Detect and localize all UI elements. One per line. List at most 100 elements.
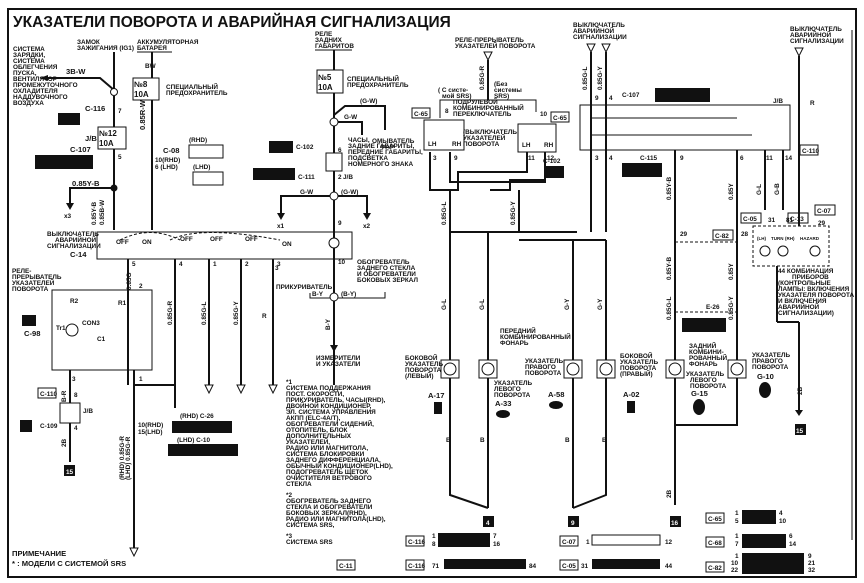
svg-text:0.85B-W: 0.85B-W (99, 199, 106, 225)
svg-text:B-Y: B-Y (312, 291, 324, 298)
connector-icon (188, 144, 224, 159)
side-left-label: БОКОВОЙ УКАЗАТЕЛЬ ПОВОРОТА (ЛЕВЫЙ) (405, 353, 443, 380)
svg-text:ПОДОГРЕВАТЕЛЬ ЩЕТОК: ПОДОГРЕВАТЕЛЬ ЩЕТОК (286, 469, 368, 476)
legend-c116: C-116 (408, 539, 425, 546)
svg-text:0.85G-Y: 0.85G-Y (233, 300, 240, 325)
svg-text:СИСТЕМА БЛОКИРОВКИ: СИСТЕМА БЛОКИРОВКИ (286, 451, 365, 458)
svg-text:10: 10 (338, 259, 346, 266)
svg-text:0.85Y-B: 0.85Y-B (666, 177, 673, 200)
svg-text:ИЗМЕРИТЕЛИ: ИЗМЕРИТЕЛИ (316, 355, 361, 362)
svg-text:9: 9 (571, 520, 575, 527)
svg-text:РОВАННЫЙ: РОВАННЫЙ (689, 353, 728, 362)
svg-text:4: 4 (486, 520, 490, 527)
svg-text:РЕЛЕ-: РЕЛЕ- (12, 268, 31, 275)
svg-text:0.85Y-B: 0.85Y-B (666, 257, 673, 280)
svg-text:9: 9 (454, 155, 458, 162)
svg-text:R: R (262, 313, 267, 320)
svg-text:(ПРАВЫЙ): (ПРАВЫЙ) (620, 369, 653, 378)
svg-text:7: 7 (118, 108, 122, 115)
svg-text:(LHD): (LHD) (193, 164, 210, 171)
connector-icon (168, 444, 238, 456)
connector-icon (172, 421, 232, 433)
battery-label: АККУМУЛЯТОРНАЯ БАТАРЕЯ (137, 39, 199, 52)
svg-text:ПОДСВЕТКА: ПОДСВЕТКА (348, 155, 388, 162)
splice-icon (110, 88, 118, 96)
svg-text:ФОНАРЬ: ФОНАРЬ (689, 361, 718, 368)
svg-text:RH: RH (544, 142, 554, 149)
svg-text:LH: LH (428, 141, 437, 148)
splice-icon (329, 117, 339, 127)
svg-text:0.85G-L: 0.85G-L (201, 301, 208, 325)
svg-text:7: 7 (735, 541, 739, 548)
svg-text:БОКОВОЙ: БОКОВОЙ (405, 353, 438, 362)
svg-text:РЕЛЕ-ПРЕРЫВАТЕЛЬ: РЕЛЕ-ПРЕРЫВАТЕЛЬ (455, 37, 524, 44)
svg-text:15: 15 (66, 469, 74, 476)
svg-text:B: B (446, 437, 451, 444)
svg-text:4: 4 (609, 95, 613, 102)
ground-9 (568, 516, 579, 527)
svg-text:1: 1 (586, 539, 590, 546)
legend-c05: C-05 (562, 563, 576, 570)
svg-text:БОКОВЫХ ЗЕРКАЛ(RHD),: БОКОВЫХ ЗЕРКАЛ(RHD), (286, 510, 367, 517)
page-title: УКАЗАТЕЛИ ПОВОРОТА И АВАРИЙНАЯ СИГНАЛИЗА… (13, 13, 451, 31)
svg-text:ДВОЙНОЙ КОНДИЦИОНЕР,: ДВОЙНОЙ КОНДИЦИОНЕР, (286, 401, 372, 410)
fuse-8 (132, 77, 160, 101)
hazard-switch-label-3: ВЫКЛЮЧАТЕЛЬ АВАРИЙНОЙ СИГНАЛИЗАЦИИ (790, 26, 844, 45)
svg-text:СИГНАЛИЗАЦИИ): СИГНАЛИЗАЦИИ) (778, 310, 834, 317)
svg-text:2B: 2B (61, 438, 68, 447)
connector-g15: G-15 (691, 389, 709, 398)
svg-text:ПРЕРЫВАТЕЛЬ: ПРЕРЫВАТЕЛЬ (12, 274, 62, 281)
connector-icon (592, 559, 660, 569)
svg-text:0.85Y-B: 0.85Y-B (72, 179, 100, 188)
ground-4 (483, 516, 494, 527)
svg-text:ПОВОРОТА: ПОВОРОТА (463, 141, 500, 148)
svg-text:ПОВОРОТА: ПОВОРОТА (12, 286, 49, 293)
svg-text:10A: 10A (134, 90, 149, 99)
left-turn-label: УКАЗАТЕЛЬ ЛЕВОГО ПОВОРОТА (494, 380, 532, 399)
svg-text:OFF: OFF (210, 236, 223, 243)
side-right-label: БОКОВОЙ УКАЗАТЕЛЬ ПОВОРОТА (ПРАВЫЙ) (620, 351, 658, 378)
svg-text:G-L: G-L (441, 299, 448, 310)
svg-text:J/B: J/B (773, 98, 783, 105)
svg-text:ПРИКУРИВАТЕЛЬ: ПРИКУРИВАТЕЛЬ (276, 284, 333, 291)
svg-text:ВЫКЛЮЧАТЕЛЬ: ВЫКЛЮЧАТЕЛЬ (47, 231, 99, 238)
svg-text:АВАРИЙНОЙ: АВАРИЙНОЙ (790, 30, 832, 39)
svg-text:ЗАЖИГАНИЯ (IG1): ЗАЖИГАНИЯ (IG1) (77, 45, 134, 52)
svg-text:15: 15 (796, 428, 804, 435)
svg-text:УКАЗАТЕЛЬ: УКАЗАТЕЛЬ (494, 380, 532, 387)
svg-text:3: 3 (72, 376, 76, 383)
svg-text:x2: x2 (363, 223, 371, 230)
footnote-3: *3 СИСТЕМА SRS (286, 533, 333, 546)
combo-switch-left (423, 119, 465, 151)
svg-text:G-W: G-W (300, 189, 314, 196)
svg-text:0.85G-R: 0.85G-R (479, 65, 486, 90)
svg-text:HAZARD: HAZARD (800, 236, 820, 241)
ground-15 (64, 465, 75, 476)
svg-text:9: 9 (595, 95, 599, 102)
svg-text:x1: x1 (277, 223, 285, 230)
connector-c98: C-98 (24, 329, 40, 338)
svg-text:УКАЗАТЕЛЬ: УКАЗАТЕЛЬ (620, 359, 658, 366)
svg-text:TURN: TURN (771, 236, 784, 241)
svg-text:БОКОВОЙ: БОКОВОЙ (620, 351, 653, 360)
svg-text:3: 3 (595, 155, 599, 162)
svg-text:ПОВОРОТА: ПОВОРОТА (620, 365, 657, 372)
svg-text:системы: системы (494, 87, 522, 94)
svg-text:ПОВОРОТА: ПОВОРОТА (525, 370, 562, 377)
svg-text:11: 11 (528, 155, 535, 162)
svg-text:НАДДУВОЧНОГО: НАДДУВОЧНОГО (13, 94, 68, 101)
svg-text:29: 29 (680, 231, 688, 238)
svg-text:22: 22 (731, 567, 739, 574)
instrument-cluster (752, 225, 830, 267)
connector-icon (742, 553, 804, 574)
connector-c107: C-107 (622, 92, 640, 99)
system-label: СИСТЕМА ЗАРЯДКИ, СИСТЕМА ОБЛЕГЧЕНИЯ ПУСК… (13, 46, 78, 107)
svg-text:УКАЗАТЕЛЬ: УКАЗАТЕЛЬ (525, 358, 563, 365)
svg-text:ПОВОРОТА: ПОВОРОТА (690, 383, 727, 390)
svg-text:СТЕКЛА И ОБОГРЕВАТЕЛИ: СТЕКЛА И ОБОГРЕВАТЕЛИ (286, 504, 373, 511)
connector-c110-icon (37, 387, 57, 399)
rear-heater-label: ОБОГРЕВАТЕЛЬ ЗАДНЕГО СТЕКЛА И ОБОГРЕВАТЕ… (357, 259, 418, 284)
svg-text:16: 16 (671, 520, 679, 527)
svg-text:АКПП (ELC-4A/T),: АКПП (ELC-4A/T), (286, 415, 340, 422)
